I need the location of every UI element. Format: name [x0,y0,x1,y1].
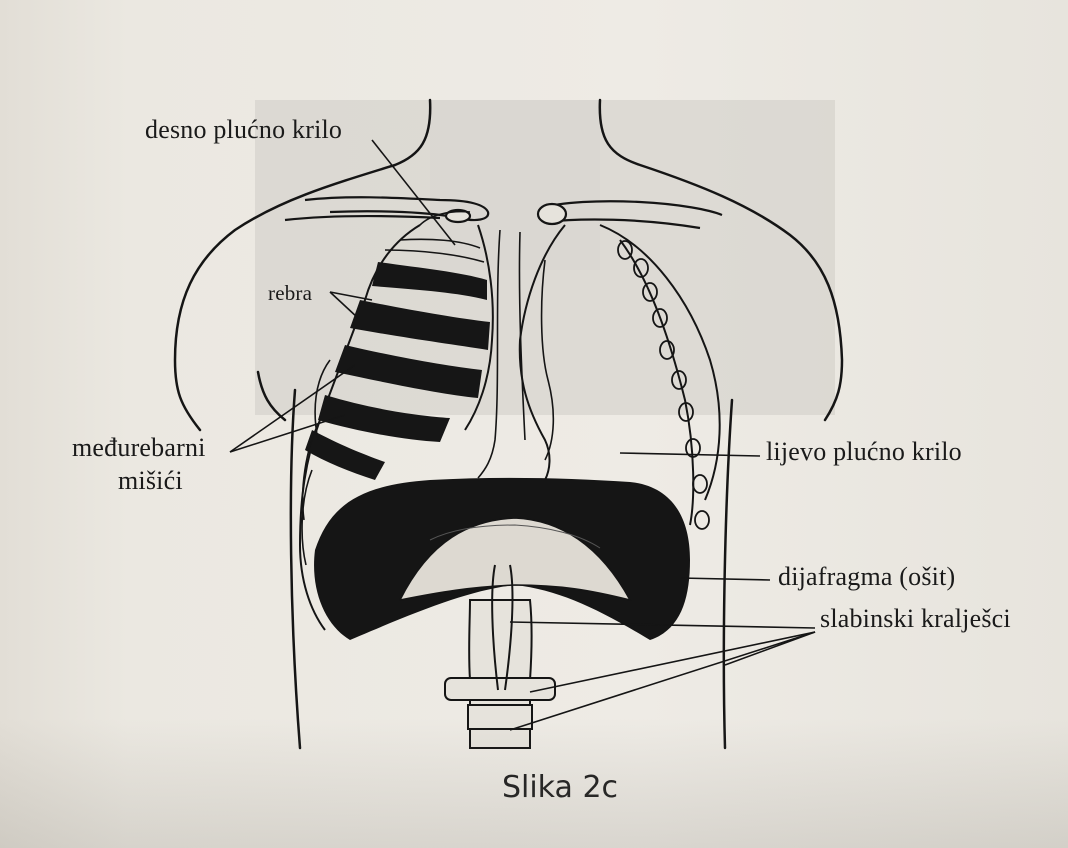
label-ribs: rebra [268,278,312,308]
label-lumbar-vertebrae: slabinski kralješci [820,604,1011,634]
label-intercostal-muscles-2: mišići [118,466,183,496]
figure-caption: Slika 2c [440,770,680,805]
label-intercostal-muscles-1: međurebarni [72,433,206,463]
label-right-lung: desno plućno krilo [145,115,342,145]
label-diaphragm: dijafragma (ošit) [778,562,955,592]
label-left-lung: lijevo plućno krilo [766,437,962,467]
